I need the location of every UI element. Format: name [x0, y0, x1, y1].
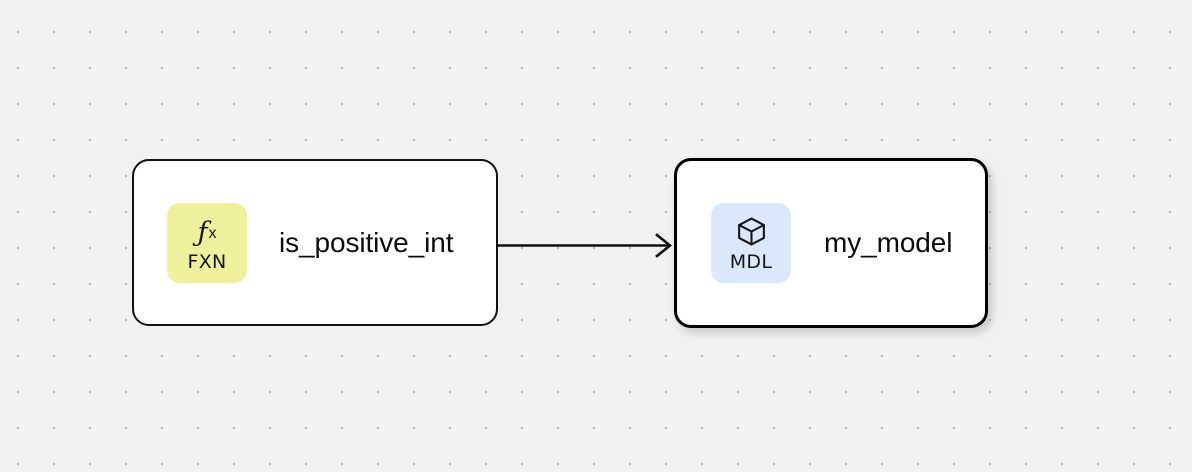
fxn-badge-caption: FXN — [187, 251, 227, 273]
cube-icon — [735, 215, 768, 249]
node-my-model[interactable]: MDL my_model — [674, 158, 988, 328]
node-label-my-model: my_model — [824, 227, 953, 258]
mdl-badge-caption: MDL — [729, 250, 773, 273]
chevron-arrow-icon — [655, 233, 673, 258]
mdl-type-badge: MDL — [711, 203, 791, 283]
edge-is-positive-int-to-my-model[interactable] — [497, 233, 673, 258]
node-label-is-positive-int: is_positive_int — [279, 226, 454, 258]
